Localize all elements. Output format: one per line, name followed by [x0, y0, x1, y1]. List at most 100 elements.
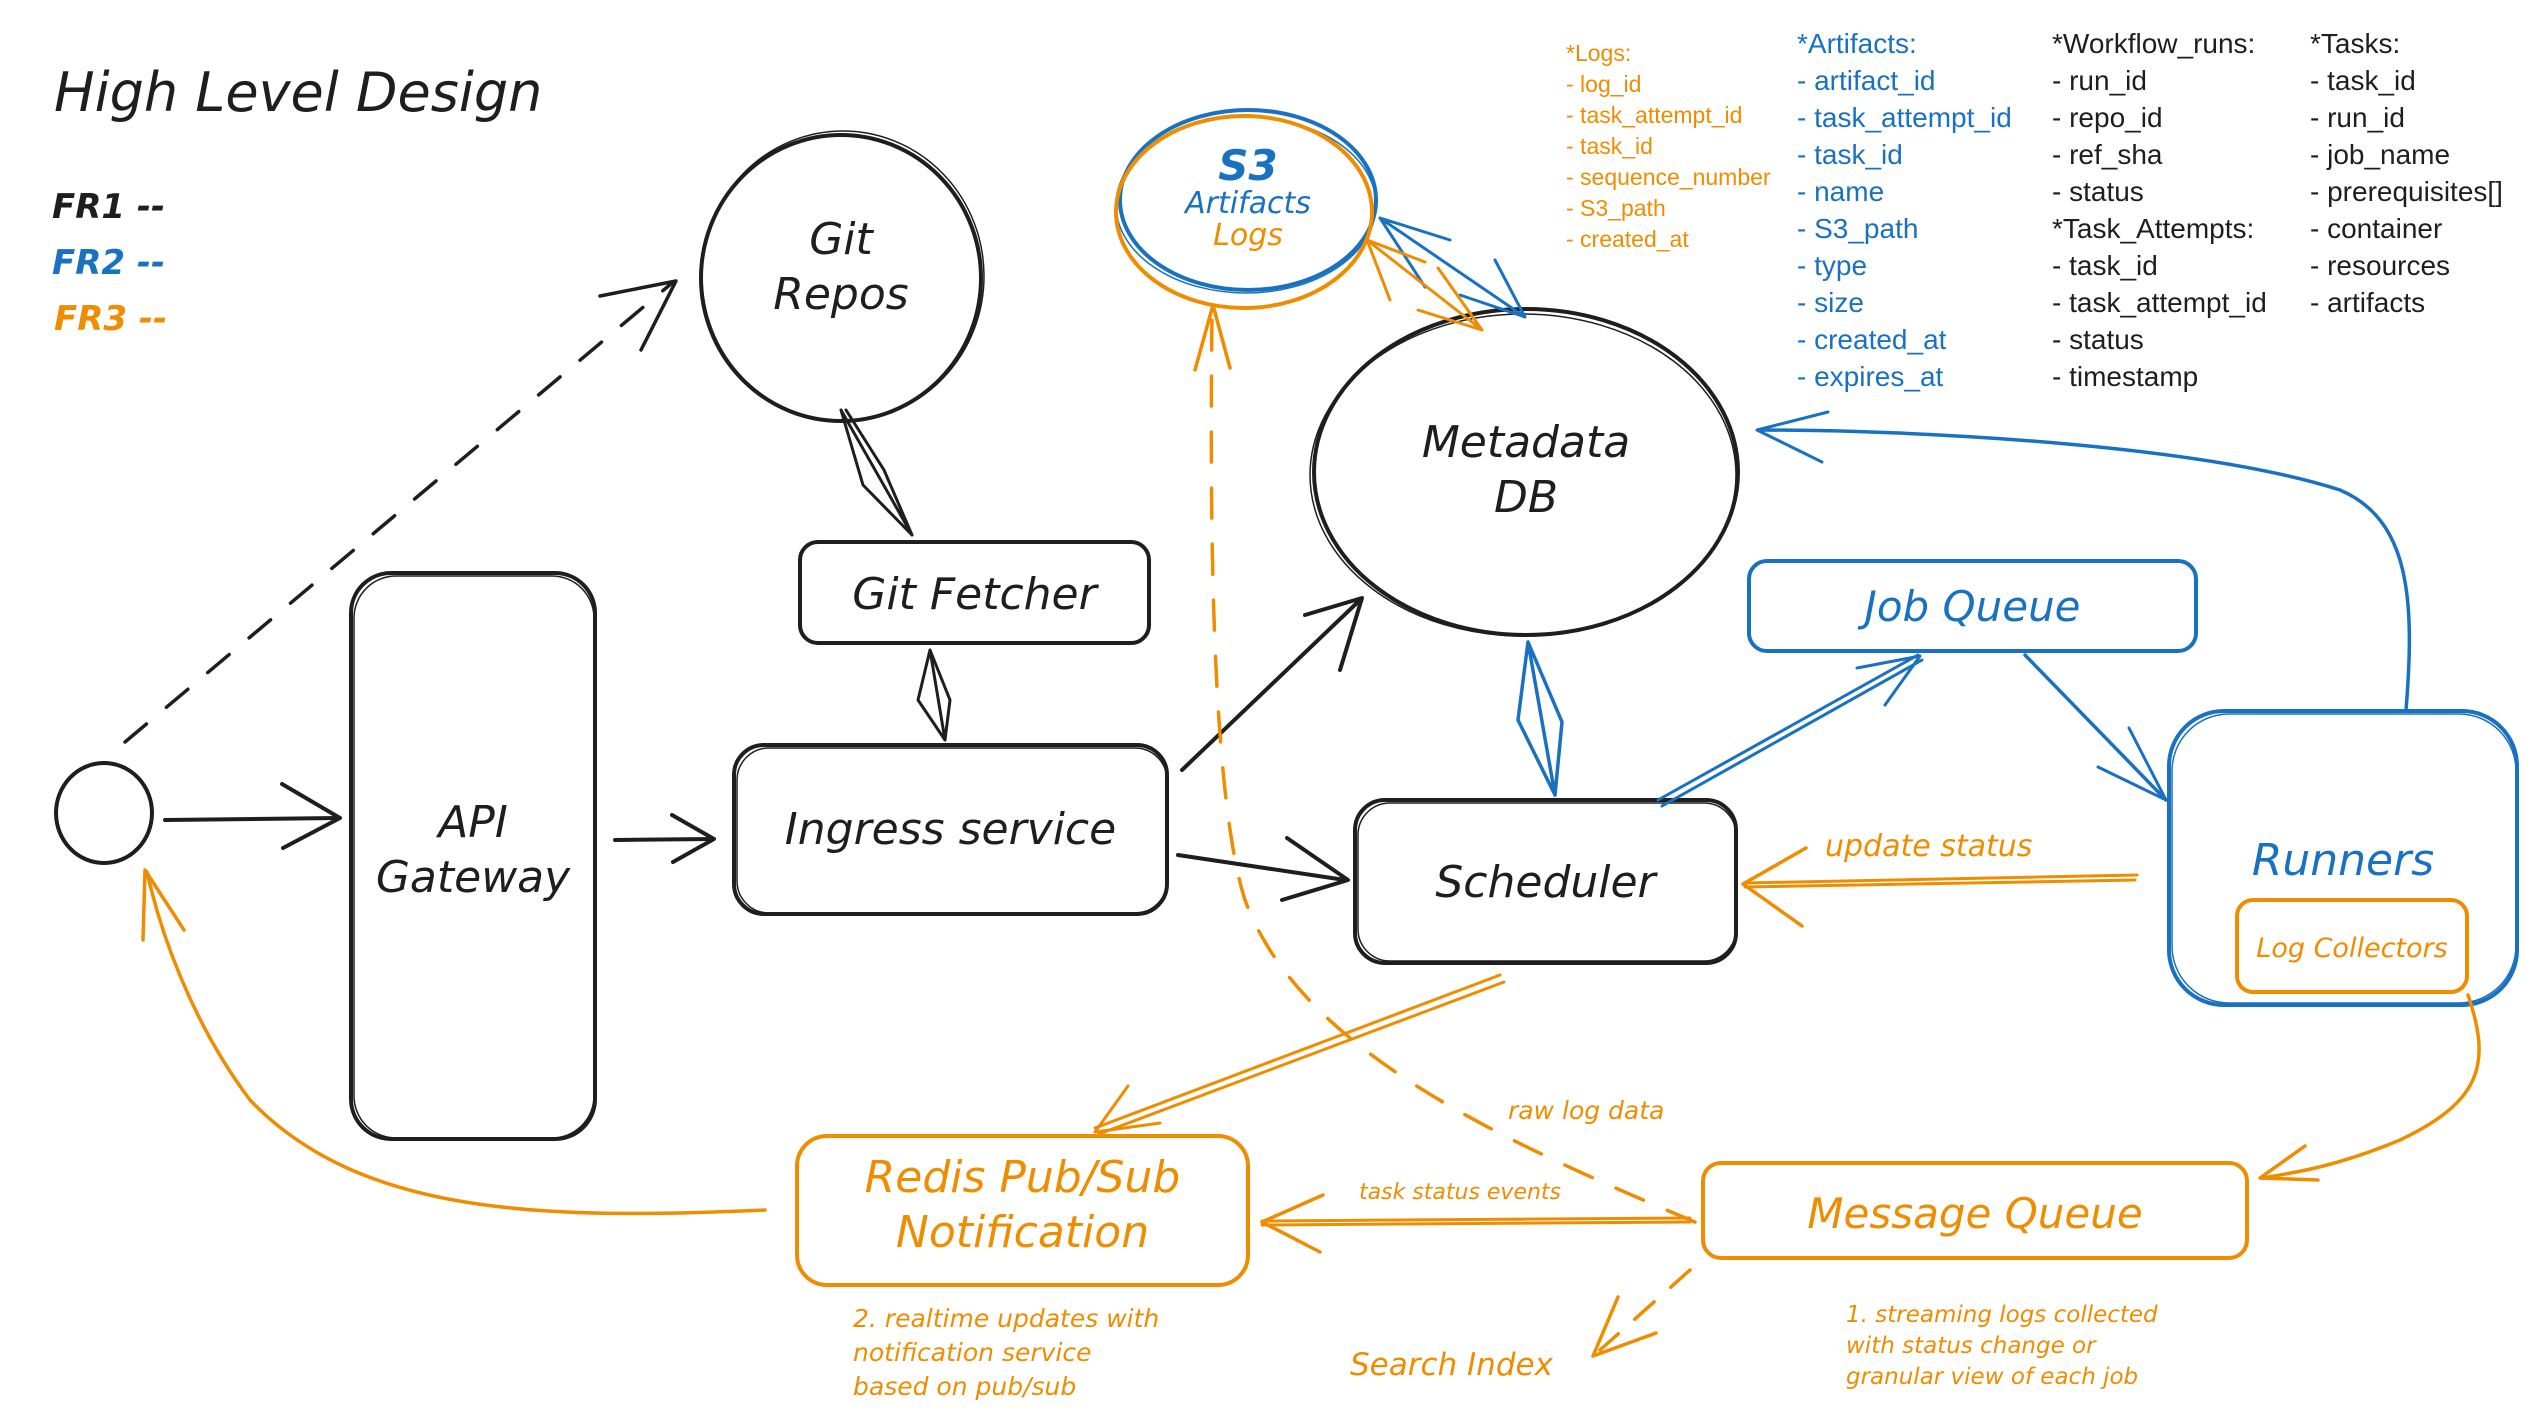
schema-field: - repo_id [2052, 102, 2163, 133]
schema-field: - S3_path [1566, 195, 1666, 221]
schema-title: *Artifacts: [1797, 28, 1917, 59]
schema-field: - ref_sha [2052, 139, 2163, 170]
ingress-service-node-sketch [736, 747, 1168, 914]
metadata-db-label-line2: DB [1493, 472, 1559, 523]
edge-runners-to-metadata-db [1758, 428, 2412, 712]
edge-scheduler-to-redis [1093, 973, 1506, 1136]
git-fetcher-label: Git Fetcher [852, 569, 1097, 620]
message-queue-node[interactable] [1701, 1161, 2249, 1260]
schema-field: - created_at [1797, 324, 1947, 355]
arrowhead-metadata-db [1303, 596, 1364, 672]
edge-message-queue-to-redis [1260, 1216, 1692, 1227]
arrowhead-search-index [1591, 1295, 1658, 1358]
legend-fr3: FR3 -- [54, 299, 168, 339]
arrowhead-client [141, 868, 186, 942]
schema-field: - sequence_number [1566, 164, 1771, 190]
schema-field: - run_id [2310, 102, 2405, 133]
git-fetcher-node[interactable] [798, 540, 1151, 645]
schema-title: *Task_Attempts: [2052, 213, 2255, 244]
edge-metadata-db-s3-artifacts [1378, 216, 1527, 319]
api-gateway-node[interactable] [349, 571, 597, 1141]
schema-field: - expires_at [1797, 361, 1944, 392]
redis-pubsub-label: Redis Pub/Sub Notification [797, 1150, 1248, 1260]
note-realtime-line: notification service [853, 1337, 1092, 1367]
schema-field: - job_name [2310, 139, 2451, 170]
git-repos-label-line2: Repos [773, 269, 909, 320]
arrowhead-task-status-events [1260, 1193, 1325, 1254]
note-streaming-line: 1. streaming logs collected [1846, 1302, 2158, 1328]
schema-field: - run_id [2052, 65, 2147, 96]
schema-field: - task_id [1566, 133, 1653, 159]
arrowhead-redis [1093, 1084, 1162, 1134]
arrowhead-update-status [1741, 846, 1808, 928]
edge-runners-to-scheduler-update-status [1743, 873, 2139, 889]
redis-pubsub-node[interactable] [795, 1134, 1250, 1287]
job-queue-node[interactable] [1747, 559, 2198, 653]
s3-label: S3 Artifacts Logs [1118, 141, 1378, 253]
note-realtime-line: based on pub/sub [853, 1371, 1077, 1401]
api-gateway-label: API Gateway [351, 795, 595, 905]
schema-field: - prerequisites[] [2310, 176, 2503, 207]
s3-logs-label: Logs [1213, 217, 1283, 253]
schema-field: - S3_path [1797, 213, 1919, 244]
edge-label-task-status-events: task status events [1359, 1180, 1562, 1205]
edge-client-to-git-repos [123, 281, 674, 744]
schema-field: - type [1797, 250, 1868, 281]
schema-tasks: *Tasks: - task_id - run_id - job_name - … [2310, 30, 2503, 326]
legend-fr1: FR1 -- [52, 187, 166, 227]
git-repos-label: Git Repos [701, 212, 981, 322]
edge-label-raw-log-data: raw log data [1508, 1096, 1665, 1125]
scheduler-node-sketch [1357, 802, 1737, 962]
log-collectors-node[interactable] [2235, 898, 2469, 994]
schema-field: - name [1797, 176, 1885, 207]
runners-node-sketch [2171, 713, 2517, 1004]
metadata-db-node[interactable] [1312, 307, 1740, 637]
schema-artifacts: *Artifacts: - artifact_id - task_attempt… [1797, 30, 2012, 400]
schema-field: - task_id [2310, 65, 2416, 96]
s3-node-logs-outline [1114, 114, 1374, 310]
api-gateway-node-sketch [353, 575, 595, 1139]
note-realtime-updates: 2. realtime updates with notification se… [853, 1302, 1159, 1403]
ingress-service-label: Ingress service [784, 804, 1117, 855]
arrowhead-ingress [670, 813, 716, 864]
api-gateway-label-line1: API [438, 797, 508, 848]
schema-field: - task_attempt_id [1566, 102, 1743, 128]
arrowhead-runners-metadata-db [1755, 410, 1830, 464]
edge-metadata-db-scheduler [1516, 640, 1564, 797]
edge-scheduler-to-job-queue [1656, 653, 1924, 808]
git-repos-label-line1: Git [809, 214, 873, 265]
schema-field: - resources [2310, 250, 2451, 281]
note-streaming-logs: 1. streaming logs collected with status … [1846, 1300, 2158, 1393]
api-gateway-label-line2: Gateway [375, 852, 571, 903]
runners-node[interactable] [2167, 709, 2519, 1007]
scheduler-label: Scheduler [1435, 857, 1656, 908]
edge-client-to-api-gateway [163, 816, 340, 822]
arrowhead-scheduler [1280, 836, 1350, 902]
schema-field: - task_attempt_id [1797, 102, 2012, 133]
schema-title: *Logs: [1566, 40, 1632, 66]
legend-fr2: FR2 -- [52, 243, 166, 283]
client-node[interactable] [54, 761, 154, 865]
note-streaming-line: granular view of each job [1846, 1364, 2139, 1391]
edge-message-queue-to-s3-raw-log-data [1209, 313, 1697, 1224]
edge-api-gateway-to-ingress [613, 837, 714, 842]
arrowhead-runners [2096, 726, 2168, 802]
schema-field: - timestamp [2052, 361, 2199, 392]
schema-field: - status [2052, 176, 2144, 207]
schema-field: - status [2052, 324, 2144, 355]
schema-field: - created_at [1566, 226, 1689, 252]
job-queue-label: Job Queue [1864, 582, 2081, 631]
edge-redis-to-client [145, 870, 767, 1216]
redis-pubsub-label-line1: Redis Pub/Sub [864, 1152, 1181, 1203]
arrowhead-message-queue [2258, 1144, 2320, 1182]
schema-field: - artifacts [2310, 287, 2426, 318]
message-queue-label: Message Queue [1807, 1189, 2143, 1238]
metadata-db-label: Metadata DB [1314, 415, 1738, 525]
schema-field: - size [1797, 287, 1864, 318]
s3-title: S3 [1218, 141, 1278, 190]
arrowhead-job-queue [1855, 654, 1922, 707]
schema-field: - container [2310, 213, 2443, 244]
schema-field: - log_id [1566, 71, 1642, 97]
edge-message-queue-to-search-index [1598, 1268, 1692, 1352]
arrowhead-api-gateway [280, 782, 342, 850]
